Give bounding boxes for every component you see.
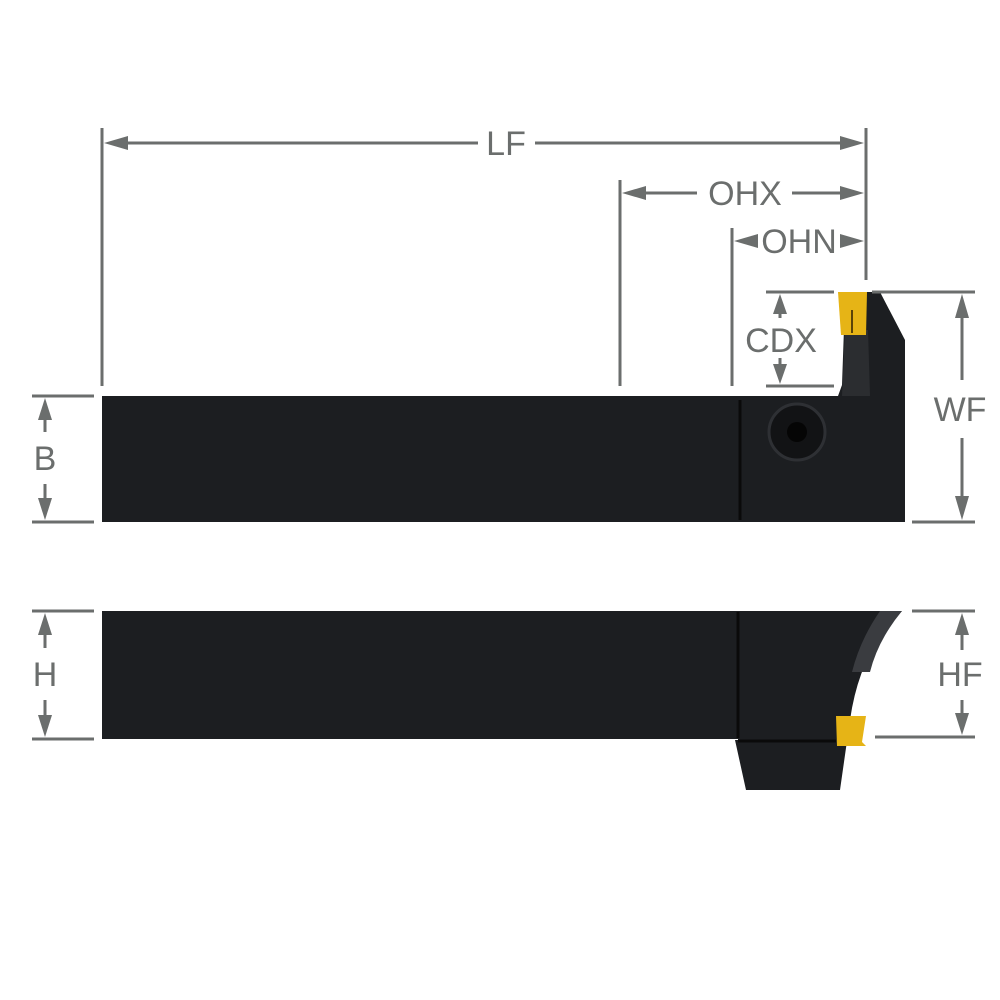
dimension-h: H [33,656,58,694]
dimension-lf: LF [486,125,526,163]
shank-side-view [102,611,742,739]
dimension-ohx: OHX [708,175,782,213]
dimension-b: B [34,440,57,478]
shank-top-view [102,396,742,522]
dimension-hf: HF [937,656,982,694]
insert-side-view [836,716,866,746]
blade-bevel [852,611,902,672]
dimension-wf: WF [934,391,987,429]
dimension-ohn: OHN [761,223,837,261]
torx-socket [787,422,807,442]
head-shade [842,330,870,396]
dimension-cdx: CDX [745,322,817,360]
